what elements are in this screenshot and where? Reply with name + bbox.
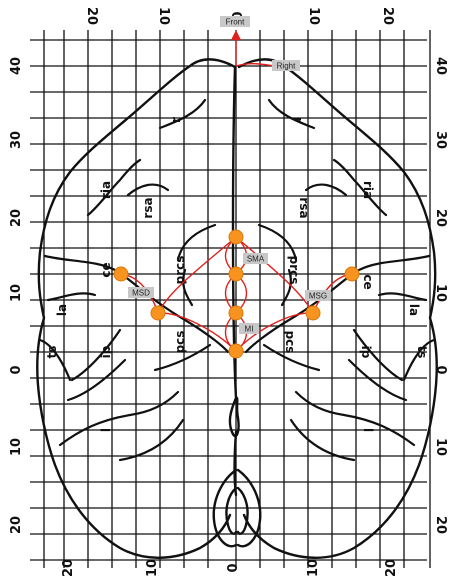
left-l-lower: [120, 420, 183, 460]
right-label-ria: ria: [361, 181, 375, 199]
right-label-la: la: [407, 304, 421, 316]
left-ria-sulcus: [88, 160, 140, 215]
inner-lobe-l: [226, 488, 236, 534]
msd-label: MSD: [132, 289, 150, 298]
left-tick-label: 10: [9, 438, 24, 456]
bottom-tick-label: 0: [226, 563, 241, 572]
electrode-right-ce: [345, 267, 359, 281]
electrode-left-ce: [114, 267, 128, 281]
left-rsa-sulcus: [128, 185, 168, 195]
right-tick-label: 40: [433, 57, 448, 75]
top-tick-label: 10: [156, 7, 171, 25]
right-tick-label: 20: [433, 516, 448, 534]
right-rsa-sulcus: [306, 185, 346, 195]
top-tick-label: 20: [84, 7, 99, 25]
msd-to-mi-left: [158, 313, 236, 351]
left-label-ip: ip: [99, 345, 113, 358]
right-tick-label: 0: [433, 365, 448, 374]
right-ce-sulcus: [246, 256, 429, 352]
right-label-ce: ce: [361, 274, 375, 289]
left-label-ria: ria: [99, 181, 113, 199]
front-arrowhead-icon: [231, 30, 241, 40]
sma-label: SMA: [247, 255, 265, 264]
left-tick-label: 40: [9, 57, 24, 75]
electrode-right-msg: [306, 306, 320, 320]
coordinate-grid: [30, 30, 430, 568]
left-tick-label: 10: [9, 284, 24, 302]
electrode-sma-mid: [229, 267, 243, 281]
front-label: Front: [226, 18, 245, 27]
right-tick-label: 10: [433, 284, 448, 302]
left-tick-label: 0: [9, 365, 24, 374]
electrode-sma-top: [229, 230, 243, 244]
left-label-rsa: rsa: [141, 197, 155, 218]
electrode-mi: [229, 344, 243, 358]
right-ip-sulcus: [349, 360, 406, 400]
right-la-sulcus: [379, 293, 426, 300]
bottom-tick-label: 20: [61, 559, 76, 577]
inner-lobe-r: [238, 488, 248, 534]
left-ip-sulcus: [68, 360, 125, 400]
top-tick-label: 10: [306, 7, 321, 25]
left-label-r: r: [169, 117, 183, 123]
left-label-ts: ts: [45, 346, 59, 359]
left-label-pcs: pcs: [173, 331, 187, 354]
left-tick-label: 20: [9, 209, 24, 227]
right-r-sulcus: [269, 100, 314, 128]
left-label-l: l: [99, 428, 113, 432]
mi-label: MI: [245, 325, 254, 334]
right-label-l: l: [361, 428, 375, 432]
electrode-left-msd: [151, 306, 165, 320]
right-label-pcs: pcs: [283, 331, 297, 354]
msg-label: MSG: [309, 292, 327, 301]
right-label-ip: ip: [359, 346, 373, 359]
right-tick-label: 30: [433, 131, 448, 149]
right-label-r: r: [291, 117, 305, 123]
electrode-sma-lower: [229, 306, 243, 320]
right-l-lower: [291, 420, 354, 460]
bottom-tick-label: 20: [384, 559, 399, 577]
right-l-sulcus: [296, 392, 414, 445]
bottom-tick-label: 10: [306, 559, 321, 577]
right-ria-sulcus: [334, 160, 386, 215]
right-tick-label: 20: [433, 209, 448, 227]
left-tick-label: 30: [9, 131, 24, 149]
bottom-tick-label: 10: [145, 559, 160, 577]
right-tick-label: 10: [433, 438, 448, 456]
right-label: Right: [277, 62, 296, 71]
left-tick-label: 20: [9, 516, 24, 534]
longitudinal-fissure: [230, 67, 239, 436]
left-label-la: la: [55, 304, 69, 316]
top-tick-label: 20: [380, 7, 395, 25]
right-label-rsa: rsa: [297, 197, 311, 218]
right-label-prcs: prcs: [287, 256, 301, 285]
right-label-ts: ts: [415, 346, 429, 359]
left-label-ce: ce: [99, 262, 113, 277]
